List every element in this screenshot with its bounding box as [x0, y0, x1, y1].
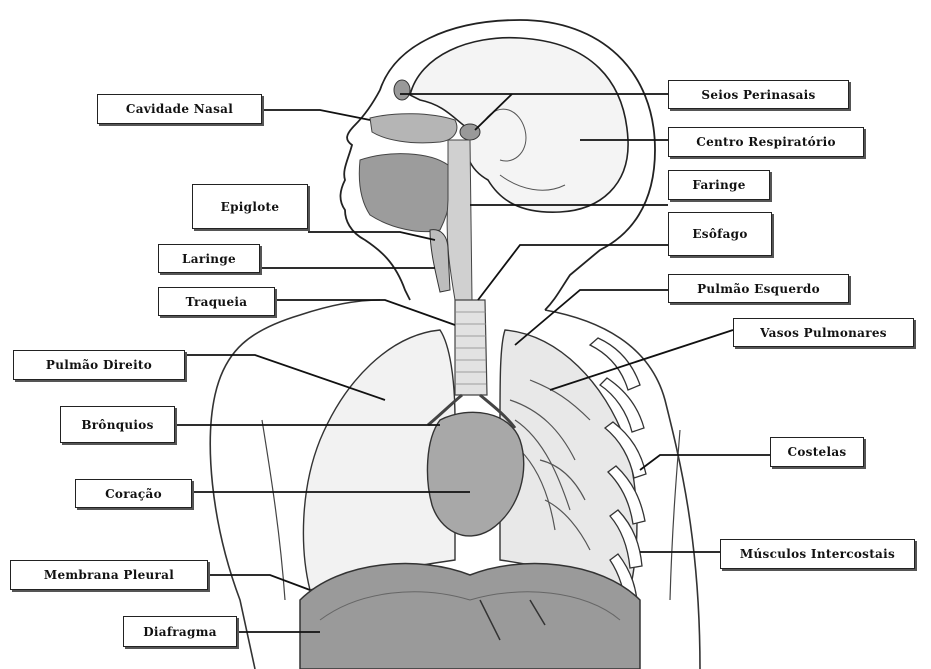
- label-musculos-intercostais: Músculos Intercostais: [720, 539, 915, 569]
- label-vasos-pulmonares: Vasos Pulmonares: [733, 318, 914, 347]
- label-traqueia: Traqueia: [158, 287, 275, 316]
- label-esofago: Esôfago: [668, 212, 772, 256]
- left-arm-line: [262, 420, 285, 600]
- label-faringe: Faringe: [668, 170, 770, 200]
- nasal-cavity-shape: [370, 114, 457, 143]
- label-pulmao-direito: Pulmão Direito: [13, 350, 185, 380]
- label-epiglote: Epiglote: [192, 184, 308, 229]
- label-bronquios: Brônquios: [60, 406, 175, 443]
- label-membrana-pleural: Membrana Pleural: [10, 560, 208, 590]
- label-costelas: Costelas: [770, 437, 864, 467]
- label-coracao: Coração: [75, 479, 192, 508]
- label-cavidade-nasal: Cavidade Nasal: [97, 94, 262, 124]
- label-diafragma: Diafragma: [123, 616, 237, 647]
- sinus-sphenoid: [460, 124, 480, 140]
- sinus-frontal: [394, 80, 410, 100]
- label-centro-respiratorio: Centro Respiratório: [668, 127, 864, 157]
- oral-cavity-shape: [359, 154, 451, 232]
- label-seios-perinasais: Seios Perinasais: [668, 80, 849, 109]
- trachea-shape: [455, 300, 487, 395]
- label-laringe: Laringe: [158, 244, 260, 273]
- label-pulmao-esquerdo: Pulmão Esquerdo: [668, 274, 849, 303]
- diaphragm-shape: [300, 564, 640, 669]
- pharynx-shape: [447, 140, 472, 300]
